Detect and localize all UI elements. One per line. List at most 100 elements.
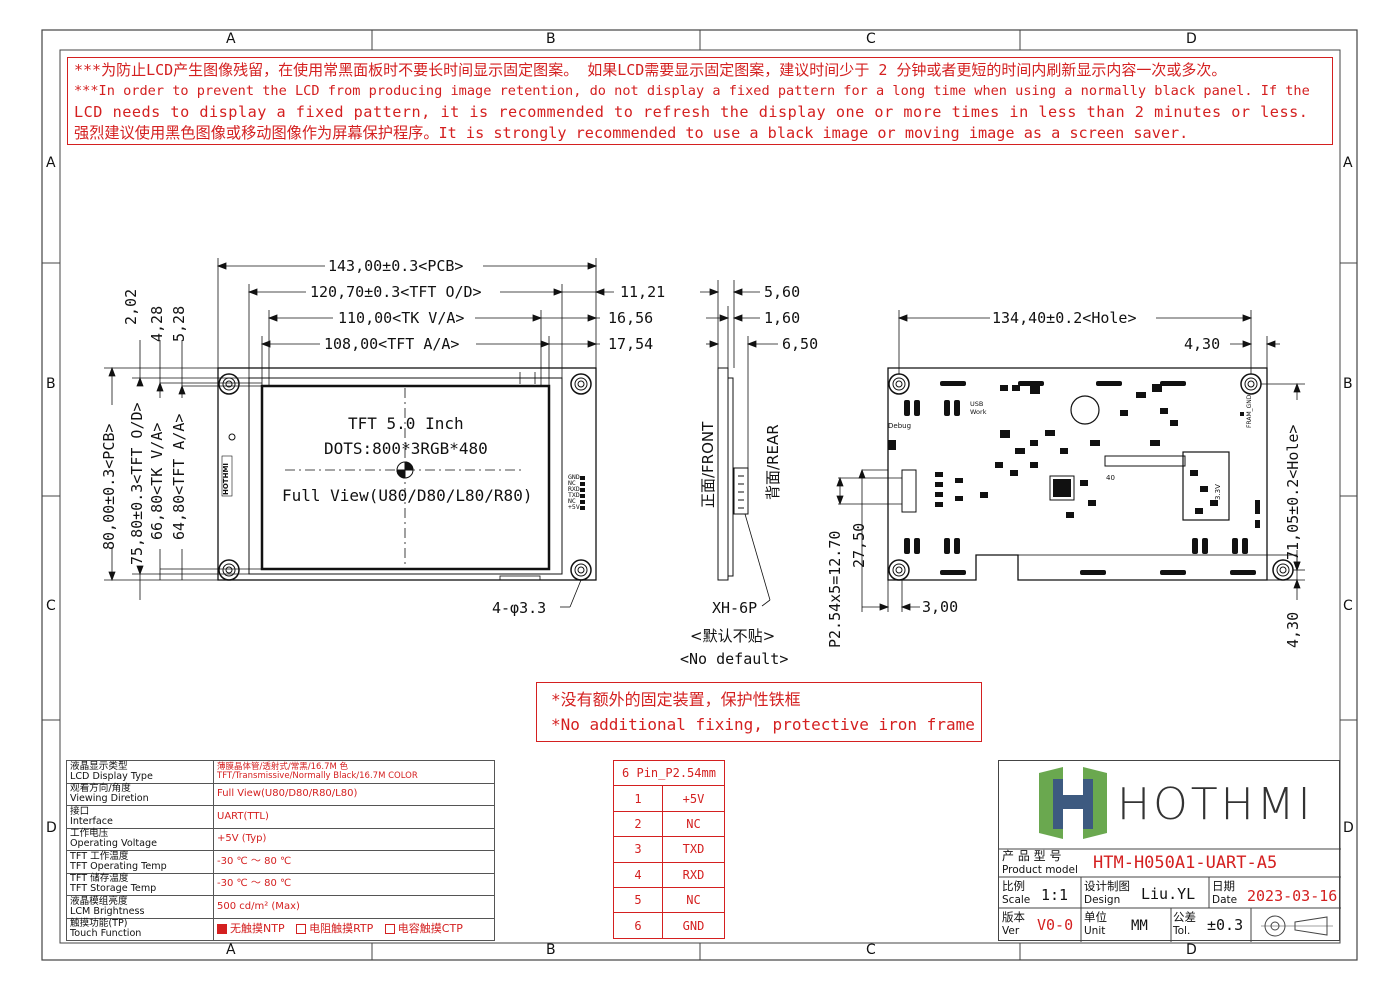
spec-value: UART(TTL) <box>213 805 495 829</box>
pin-signal: NC <box>662 886 725 914</box>
ver-value: V0-0 <box>1037 916 1074 934</box>
zone-label: A <box>1343 155 1353 171</box>
dim-side: 6,50 <box>782 335 819 353</box>
zone-label: C <box>866 942 876 958</box>
zone-label: C <box>46 598 56 614</box>
zone-label: B <box>1343 376 1353 392</box>
tol-label-cn: 公差 <box>1173 910 1196 924</box>
front-pin-labels: GND NC RXD TXD NC +5V <box>568 474 580 511</box>
front-dim-lines <box>216 258 614 386</box>
notice-line: 强烈建议使用黑色图像或移动图像作为屏幕保护程序。It is strongly r… <box>74 124 1189 142</box>
hole-label: 4-φ3.3 <box>492 599 547 617</box>
silk-label: Debug <box>888 422 912 430</box>
spec-value: Full View(U80/D80/R80/L80) <box>213 782 495 806</box>
frame-note-cn: *没有额外的固定装置，保护性铁框 <box>551 690 801 709</box>
table-row: 触摸功能(TP)Touch Function 无触摸NTP 电阻触摸RTP 电容… <box>66 917 495 941</box>
zone-label: A <box>226 31 236 47</box>
zone-label: D <box>46 820 57 836</box>
mount-hole <box>888 559 910 581</box>
date-value: 2023-03-16 <box>1247 887 1338 905</box>
silk-label: FRAM_GND <box>1246 394 1253 428</box>
connector-note-cn: <默认不贴> <box>690 627 776 645</box>
dim-connector-edge: 3,00 <box>922 598 959 616</box>
option-label: 无触摸NTP <box>230 922 285 936</box>
dim-side: 5,60 <box>764 283 801 301</box>
active-area <box>260 384 551 571</box>
dim-pcb-width: 143,00±0.3<PCB> <box>328 257 464 275</box>
design-value: Liu.YL <box>1141 885 1196 903</box>
zone-label: D <box>1186 942 1197 958</box>
dim-side: 1,60 <box>764 309 801 327</box>
checkbox-rtp[interactable] <box>296 924 307 935</box>
unit-label-en: Unit <box>1084 925 1106 937</box>
model-label-en: Product model <box>1002 864 1078 876</box>
dim-tft-od-height: 75,80±0.3<TFT O/D> <box>128 402 146 565</box>
pin-signal: TXD <box>662 836 725 863</box>
screen-view: Full View(U80/D80/L80/R80) <box>282 486 533 505</box>
dim-tft-aa-width: 108,00<TFT A/A> <box>324 335 460 353</box>
checkbox-ctp[interactable] <box>384 924 395 935</box>
pin-signal: RXD <box>662 861 725 888</box>
pin-label: NC <box>568 479 576 487</box>
frame-note-en: *No additional fixing, protective iron f… <box>551 715 975 734</box>
spec-value: -30 ℃ ～ 80 ℃ <box>213 872 495 896</box>
pin-label: +5V <box>568 503 580 511</box>
mount-hole <box>888 373 910 395</box>
zone-label: B <box>546 942 556 958</box>
design-label-en: Design <box>1084 894 1121 906</box>
dim-connector-pos: 27,50 <box>850 522 868 568</box>
pin-number: 4 <box>613 861 663 888</box>
pin-signal: +5V <box>662 785 725 812</box>
zone-label: C <box>1343 598 1353 614</box>
pin-label: RXD <box>568 485 580 493</box>
pin-number: 5 <box>613 886 663 914</box>
dim-rear-offset: 4,30 <box>1284 611 1302 648</box>
model-value: HTM-H050A1-UART-A5 <box>1093 853 1278 873</box>
zone-label: C <box>866 31 876 47</box>
front-view <box>217 367 597 581</box>
scale-label-cn: 比例 <box>1002 879 1025 893</box>
unit-label-cn: 单位 <box>1084 910 1107 924</box>
mount-hole <box>218 559 240 581</box>
dim-offset: 11,21 <box>620 283 666 301</box>
projection-symbol-icon <box>1261 915 1333 937</box>
dim-offset: 17,54 <box>608 335 654 353</box>
hothmi-logo-icon <box>1039 767 1107 839</box>
dim-tk-va-height: 66,80<TK V/A> <box>148 422 166 540</box>
title-block-lines <box>999 848 1341 942</box>
pin-number: 3 <box>613 836 663 863</box>
dim-pin-pitch: P2.54x5=12.70 <box>826 530 844 648</box>
silk-label: USB <box>970 400 984 408</box>
connector-note-en: <No default> <box>680 650 789 668</box>
option-label: 电容触摸CTP <box>397 922 463 936</box>
rear-label: 背面/REAR <box>764 424 782 500</box>
dim-hole-width: 134,40±0.2<Hole> <box>992 309 1137 327</box>
silk-label: 3.3V <box>1214 484 1222 500</box>
mount-hole <box>218 373 240 395</box>
ver-label-en: Ver <box>1002 925 1020 937</box>
checkbox-ntp[interactable] <box>217 924 227 935</box>
spec-value: -30 ℃ ～ 80 ℃ <box>213 850 495 874</box>
spec-value: +5V (Typ) <box>213 827 495 851</box>
zone-label: D <box>1186 31 1197 47</box>
mount-hole <box>570 559 592 581</box>
pin-number: 6 <box>613 912 663 939</box>
screen-title: TFT 5.0 Inch <box>348 414 464 433</box>
front-connector <box>580 476 585 510</box>
brand-name: HOTHMI <box>1117 779 1314 830</box>
pin-label: TXD <box>568 491 580 499</box>
table-row: 1+5V <box>613 785 725 812</box>
